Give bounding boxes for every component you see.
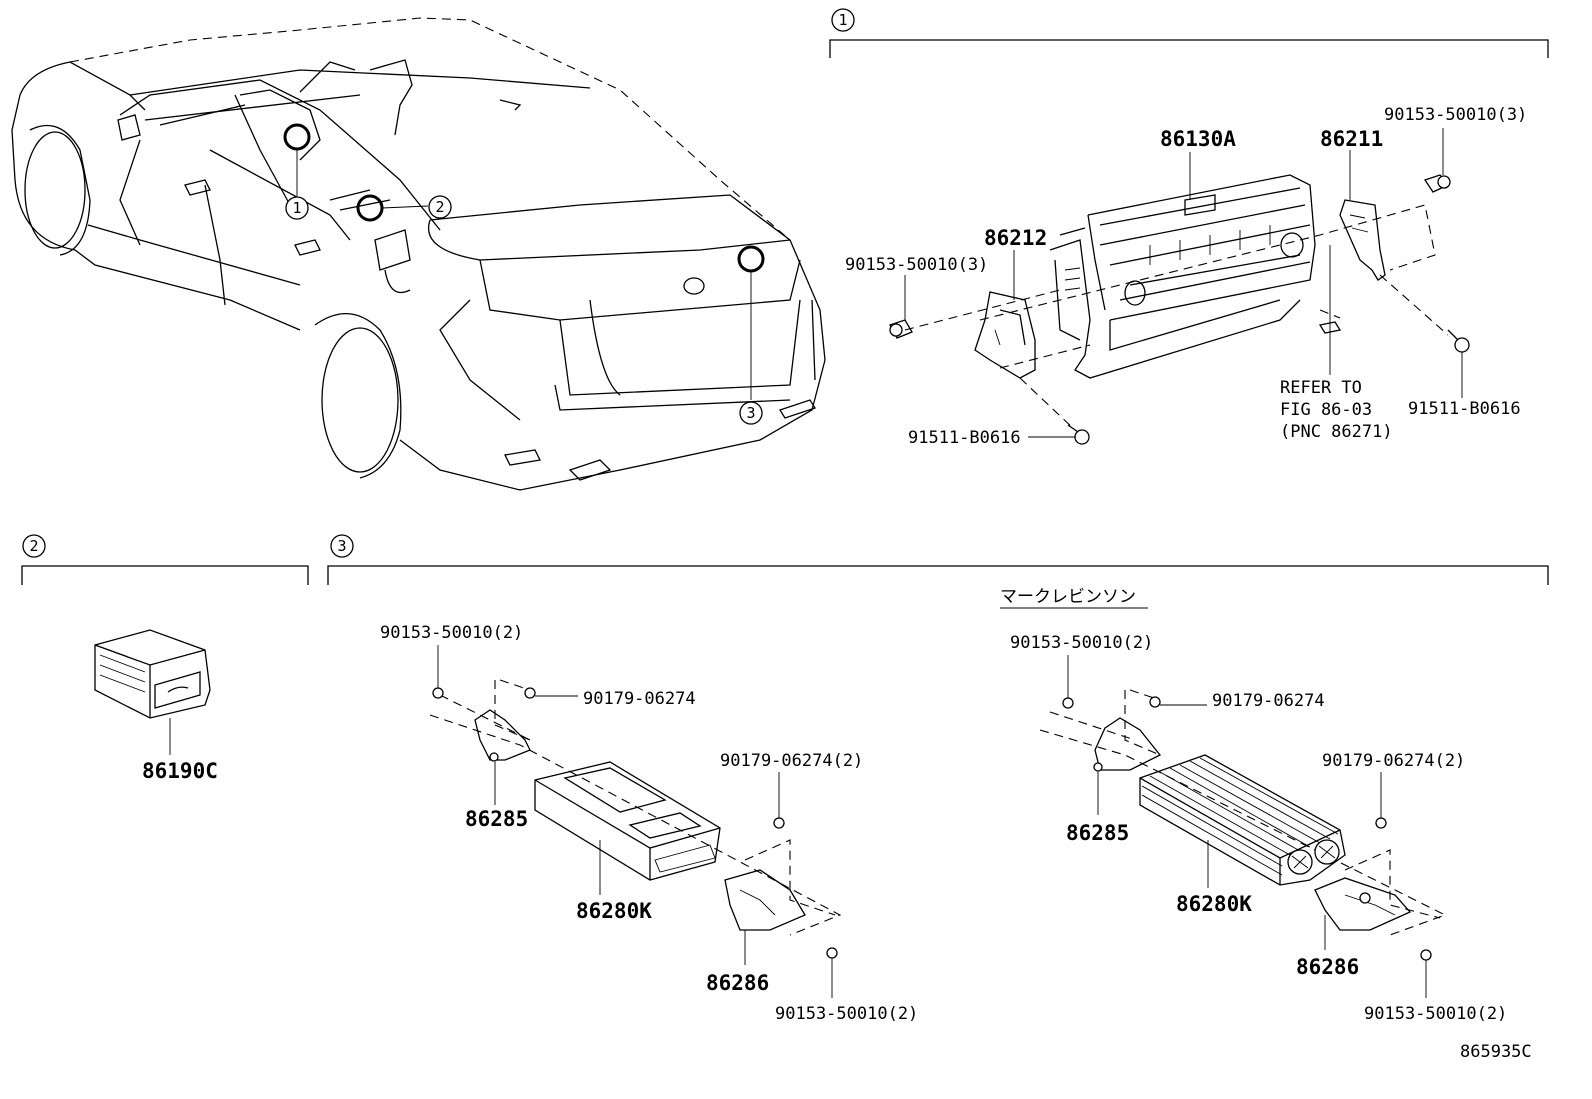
section-1-header: 1 [829, 8, 1549, 58]
part-label-90153-50010-2-left-top: 90153-50010(2) [380, 623, 523, 643]
refer-note-line-3: (PNC 86271) [1280, 422, 1393, 442]
svg-text:1: 1 [292, 199, 301, 217]
nut-icon [1375, 817, 1387, 829]
part-label-90153-50010-3-top: 90153-50010(3) [1384, 105, 1527, 125]
part-label-86280K-right: 86280K [1176, 892, 1252, 916]
part-label-90153-50010-2-right-bottom: 90153-50010(2) [1364, 1004, 1507, 1024]
callout-2-car: 2 [428, 195, 452, 219]
part-label-90153-50010-2-right-top: 90153-50010(2) [1010, 633, 1153, 653]
variant-label: マークレビンソン [1000, 587, 1136, 607]
amplifier-assembly-standard [429, 645, 842, 998]
svg-text:2: 2 [435, 198, 444, 216]
part-label-90179-06274-right: 90179-06274 [1212, 691, 1325, 711]
section-3-header: 3 [327, 534, 1549, 585]
refer-note-line-1: REFER TO [1280, 378, 1362, 398]
part-label-86130A: 86130A [1160, 127, 1236, 151]
bolt-icon [826, 947, 838, 959]
part-label-86190C: 86190C [142, 759, 218, 783]
screw-icon [1447, 329, 1470, 353]
part-label-86285-left: 86285 [465, 807, 528, 831]
part-label-86280K-left: 86280K [576, 899, 652, 923]
svg-text:1: 1 [838, 11, 847, 29]
part-label-90179-06274-2-left: 90179-06274(2) [720, 751, 863, 771]
screw-icon [1067, 424, 1090, 445]
part-label-91511-B0616-right: 91511-B0616 [1408, 399, 1521, 419]
bolt-icon [1420, 949, 1432, 961]
section-2-header: 2 [21, 534, 309, 585]
bolt-icon [1062, 697, 1074, 709]
part-label-90153-50010-3-left: 90153-50010(3) [845, 255, 988, 275]
radio-head-unit-assembly [889, 128, 1470, 445]
part-label-90153-50010-2-left-bottom: 90153-50010(2) [775, 1004, 918, 1024]
bolt-icon [1423, 174, 1451, 193]
svg-text:2: 2 [29, 537, 38, 555]
callout-3-car: 3 [739, 401, 763, 425]
svg-text:3: 3 [746, 404, 755, 422]
nut-icon [524, 687, 536, 699]
part-label-86212: 86212 [984, 226, 1047, 250]
amplifier-assembly-premium [1039, 655, 1447, 998]
figure-id: 865935C [1460, 1042, 1532, 1062]
nut-icon [773, 817, 785, 829]
refer-note-line-2: FIG 86-03 [1280, 400, 1372, 420]
part-label-86211: 86211 [1320, 127, 1383, 151]
nut-icon [1149, 696, 1161, 708]
callout-1-car: 1 [285, 196, 309, 220]
part-label-90179-06274-2-right: 90179-06274(2) [1322, 751, 1465, 771]
bolt-icon [432, 687, 444, 699]
usb-aux-module [94, 629, 211, 755]
svg-text:3: 3 [337, 537, 346, 555]
part-label-86286-right: 86286 [1296, 955, 1359, 979]
part-label-90179-06274-left: 90179-06274 [583, 689, 696, 709]
part-label-86285-right: 86285 [1066, 821, 1129, 845]
bolt-icon [889, 319, 913, 339]
part-label-86286-left: 86286 [706, 971, 769, 995]
part-label-91511-B0616-bottom: 91511-B0616 [908, 428, 1021, 448]
vehicle-illustration [11, 17, 826, 491]
